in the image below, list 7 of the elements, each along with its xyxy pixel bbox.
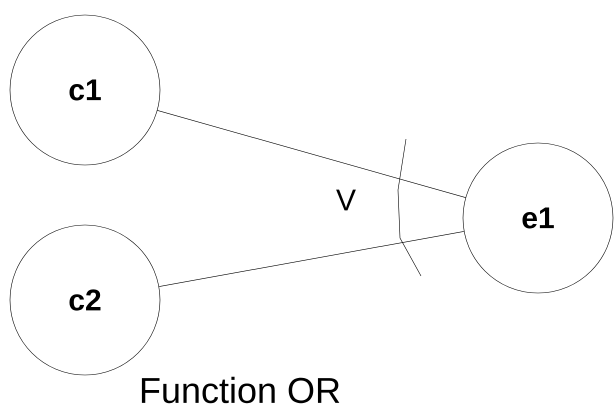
line <box>158 231 464 287</box>
line <box>157 110 466 198</box>
caption: Function OR <box>142 376 340 404</box>
or-symbol-label: V <box>336 190 356 210</box>
circle-node: c1 <box>10 14 160 166</box>
circle-node: c2 <box>10 224 160 376</box>
circle-node: e1 <box>462 142 614 294</box>
